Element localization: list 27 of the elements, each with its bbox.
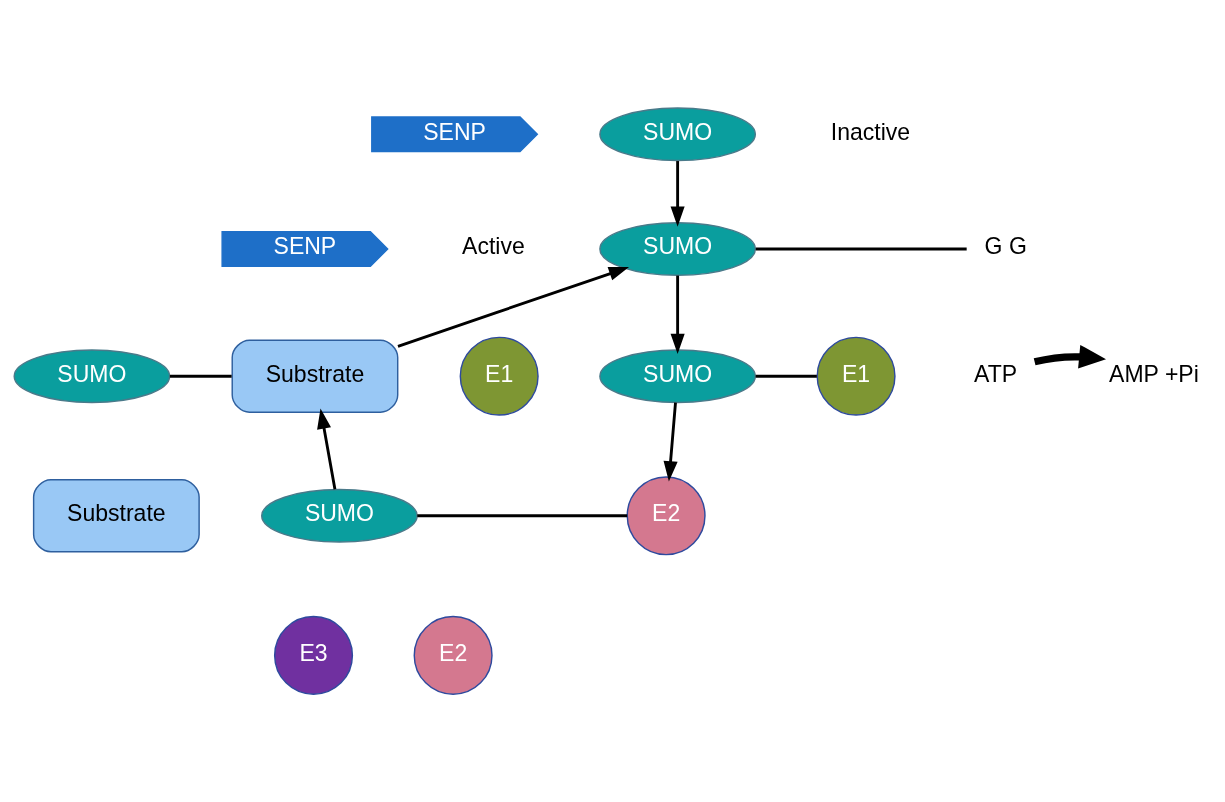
node-ellipse: SUMO [599,107,757,162]
arrow [317,408,337,490]
connector [417,514,628,518]
node-text: AMP +Pi [1109,360,1199,387]
node-text: ATP [974,360,1018,387]
node-label: Active [462,233,525,260]
connector [755,374,817,378]
node-ellipse: SUMO [599,349,757,404]
connector [169,374,232,378]
arrow [1033,344,1107,369]
node-text: G G [984,233,1027,260]
node-label: Inactive [830,118,911,145]
node-circle: E1 [816,336,896,416]
connector [755,247,967,251]
node-circle: E2 [413,615,493,695]
node-ellipse: SUMO [13,349,171,404]
node-circle: E2 [626,476,706,556]
node-box: Substrate [231,339,399,413]
node-box: Substrate [32,479,200,553]
node-ellipse: SUMO [599,222,757,277]
node-ellipse: SUMO [261,488,418,543]
arrow [670,275,685,354]
arrow [670,161,685,227]
node-circle: E1 [459,336,539,416]
arrow [397,266,629,348]
arrow [663,402,678,482]
node-circle: E3 [273,615,354,695]
